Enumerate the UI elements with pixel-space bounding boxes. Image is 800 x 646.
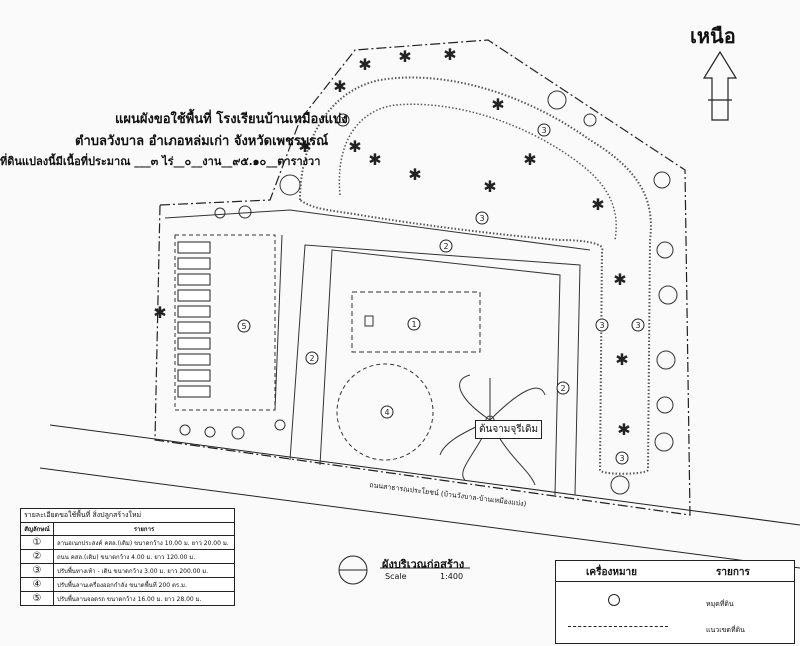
row-text: ปรับพื้นลานจอดรถ ขนาดกว้าง 16.00 ม. ยาว …: [53, 591, 235, 606]
legend-col-symbol: เครื่องหมาย: [586, 567, 638, 578]
legend-item-2: แนวเขตที่ดิน: [706, 626, 745, 634]
svg-text:✱: ✱: [613, 270, 626, 289]
svg-text:✱: ✱: [408, 165, 421, 184]
col-symbol: สัญลักษณ์: [19, 522, 55, 536]
zone-markers: [237, 113, 645, 465]
plan-title-3: ที่ดินแปลงนี้มีเนื้อที่ประมาณ ___๓ ไร่__…: [0, 155, 321, 168]
plan-title-2: ตำบลวังบาล อำเภอหล่มเก่า จังหวัดเพชรบูรณ…: [75, 134, 329, 149]
svg-text:✱: ✱: [523, 150, 536, 169]
scale-value: 1:400: [440, 572, 464, 581]
row-symbol: ③: [19, 563, 55, 578]
svg-text:✱: ✱: [398, 47, 411, 66]
svg-text:3: 3: [619, 454, 624, 463]
site-title: ผังบริเวณก่อสร้าง: [382, 558, 465, 571]
row-symbol: ②: [19, 549, 55, 564]
row-text: ลานอเนกประสงค์ คสล.(เดิม) ขนาดกว้าง 10.0…: [53, 535, 235, 550]
legend-header: [556, 561, 794, 582]
svg-text:3: 3: [599, 321, 604, 330]
parked-cars: [177, 241, 211, 398]
legend-col-item: รายการ: [716, 567, 750, 578]
svg-text:✱: ✱: [358, 55, 371, 74]
scale-label: Scale: [385, 572, 407, 581]
svg-text:✱: ✱: [443, 45, 456, 64]
legend-box: เครื่องหมาย รายการ หมุดที่ดิน แนวเขตที่ด…: [555, 560, 795, 644]
svg-text:3: 3: [340, 116, 345, 125]
row-text: ปรับพื้นลานเครื่องออกกำลัง ขนาดพื้นที่ 2…: [53, 577, 235, 592]
svg-text:✱: ✱: [615, 350, 628, 369]
plan-title-1: แผนผังขอใช้พื้นที่ โรงเรียนบ้านเหมืองแบ่…: [115, 112, 348, 127]
walkway-3: [298, 76, 652, 475]
scale-symbol-icon: [338, 555, 470, 585]
north-arrow-icon: [702, 50, 738, 121]
svg-text:✱: ✱: [491, 95, 504, 114]
boundary-line-icon: [568, 626, 668, 627]
svg-text:5: 5: [241, 322, 246, 331]
parking-area-5: [174, 234, 276, 411]
svg-text:2: 2: [309, 354, 314, 363]
svg-text:✱: ✱: [298, 137, 311, 156]
tree-label: ต้นจามจุรีเดิม: [475, 420, 543, 439]
north-label: เหนือ: [690, 24, 736, 48]
row-text: ปรับพื้นทางเท้า - เดิน ขนาดกว้าง 3.00 ม.…: [53, 563, 235, 578]
row-symbol: ④: [19, 577, 55, 592]
row-symbol: ⑤: [19, 591, 55, 606]
svg-text:3: 3: [635, 321, 640, 330]
details-table-title: รายละเอียดขอใช้พื้นที่ สิ่งปลูกสร้างใหม่: [20, 508, 235, 523]
row-text: ถนน คสล.(เดิม) ขนาดกว้าง 4.00 ม. ยาว 120…: [53, 549, 235, 564]
details-table: รายละเอียดขอใช้พื้นที่ สิ่งปลูกสร้างใหม่…: [19, 508, 235, 606]
svg-text:1: 1: [411, 320, 416, 329]
multipurpose-court-1: [351, 291, 481, 353]
road-2-inner: [289, 244, 581, 496]
trees: ✱ ✱ ✱ ✱ ✱ ✱ ✱ ✱ ✱ ✱ ✱ ✱ ✱ ✱ ✱ ✱: [153, 45, 630, 439]
property-boundary: [154, 39, 691, 516]
svg-text:2: 2: [560, 384, 565, 393]
svg-text:4: 4: [384, 408, 389, 417]
svg-text:✱: ✱: [617, 420, 630, 439]
row-symbol: ①: [19, 535, 55, 550]
svg-text:✱: ✱: [333, 77, 346, 96]
svg-text:✱: ✱: [591, 195, 604, 214]
survey-pin-icon: [608, 594, 620, 606]
legend-item-1: หมุดที่ดิน: [706, 600, 734, 608]
svg-text:2: 2: [443, 242, 448, 251]
road-2-outer: [164, 209, 591, 251]
svg-text:3: 3: [541, 126, 546, 135]
svg-text:3: 3: [479, 214, 484, 223]
col-item: รายการ: [53, 522, 235, 536]
shrubs: [179, 90, 678, 495]
exercise-area-4: [336, 363, 434, 461]
svg-text:✱: ✱: [153, 303, 166, 322]
svg-text:✱: ✱: [483, 177, 496, 196]
svg-text:✱: ✱: [348, 137, 361, 156]
svg-text:✱: ✱: [368, 150, 381, 169]
